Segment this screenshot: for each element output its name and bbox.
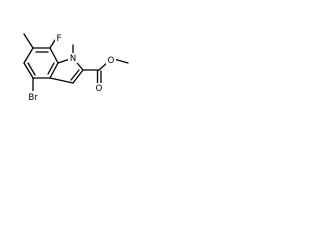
bond-c2-c3-double [70, 69, 80, 81]
bond-c2-c3 [72, 69, 84, 84]
fluorine-label: F [57, 34, 62, 44]
bond-c7-f [49, 39, 56, 49]
bond-o-methyl [113, 58, 129, 64]
bond-c6-c5 [23, 47, 34, 64]
ester-oxygen-single-label: O [108, 56, 115, 66]
ester-oxygen-double-label: O [96, 84, 103, 94]
bond-c7a-c7 [49, 47, 59, 64]
bromine-label: Br [28, 93, 38, 103]
bond-c6-methyl [23, 33, 34, 49]
bond-c5-c4-inner [27, 62, 36, 76]
bond-c3a-c7a [49, 62, 59, 79]
nitrogen-label: N [70, 54, 76, 64]
bond-c5-c4 [23, 62, 34, 79]
bond-c3a-c7a-inner [47, 62, 55, 75]
molecule-diagram: F N O O Br [23, 33, 129, 103]
bond-c3-c3a [49, 77, 74, 84]
